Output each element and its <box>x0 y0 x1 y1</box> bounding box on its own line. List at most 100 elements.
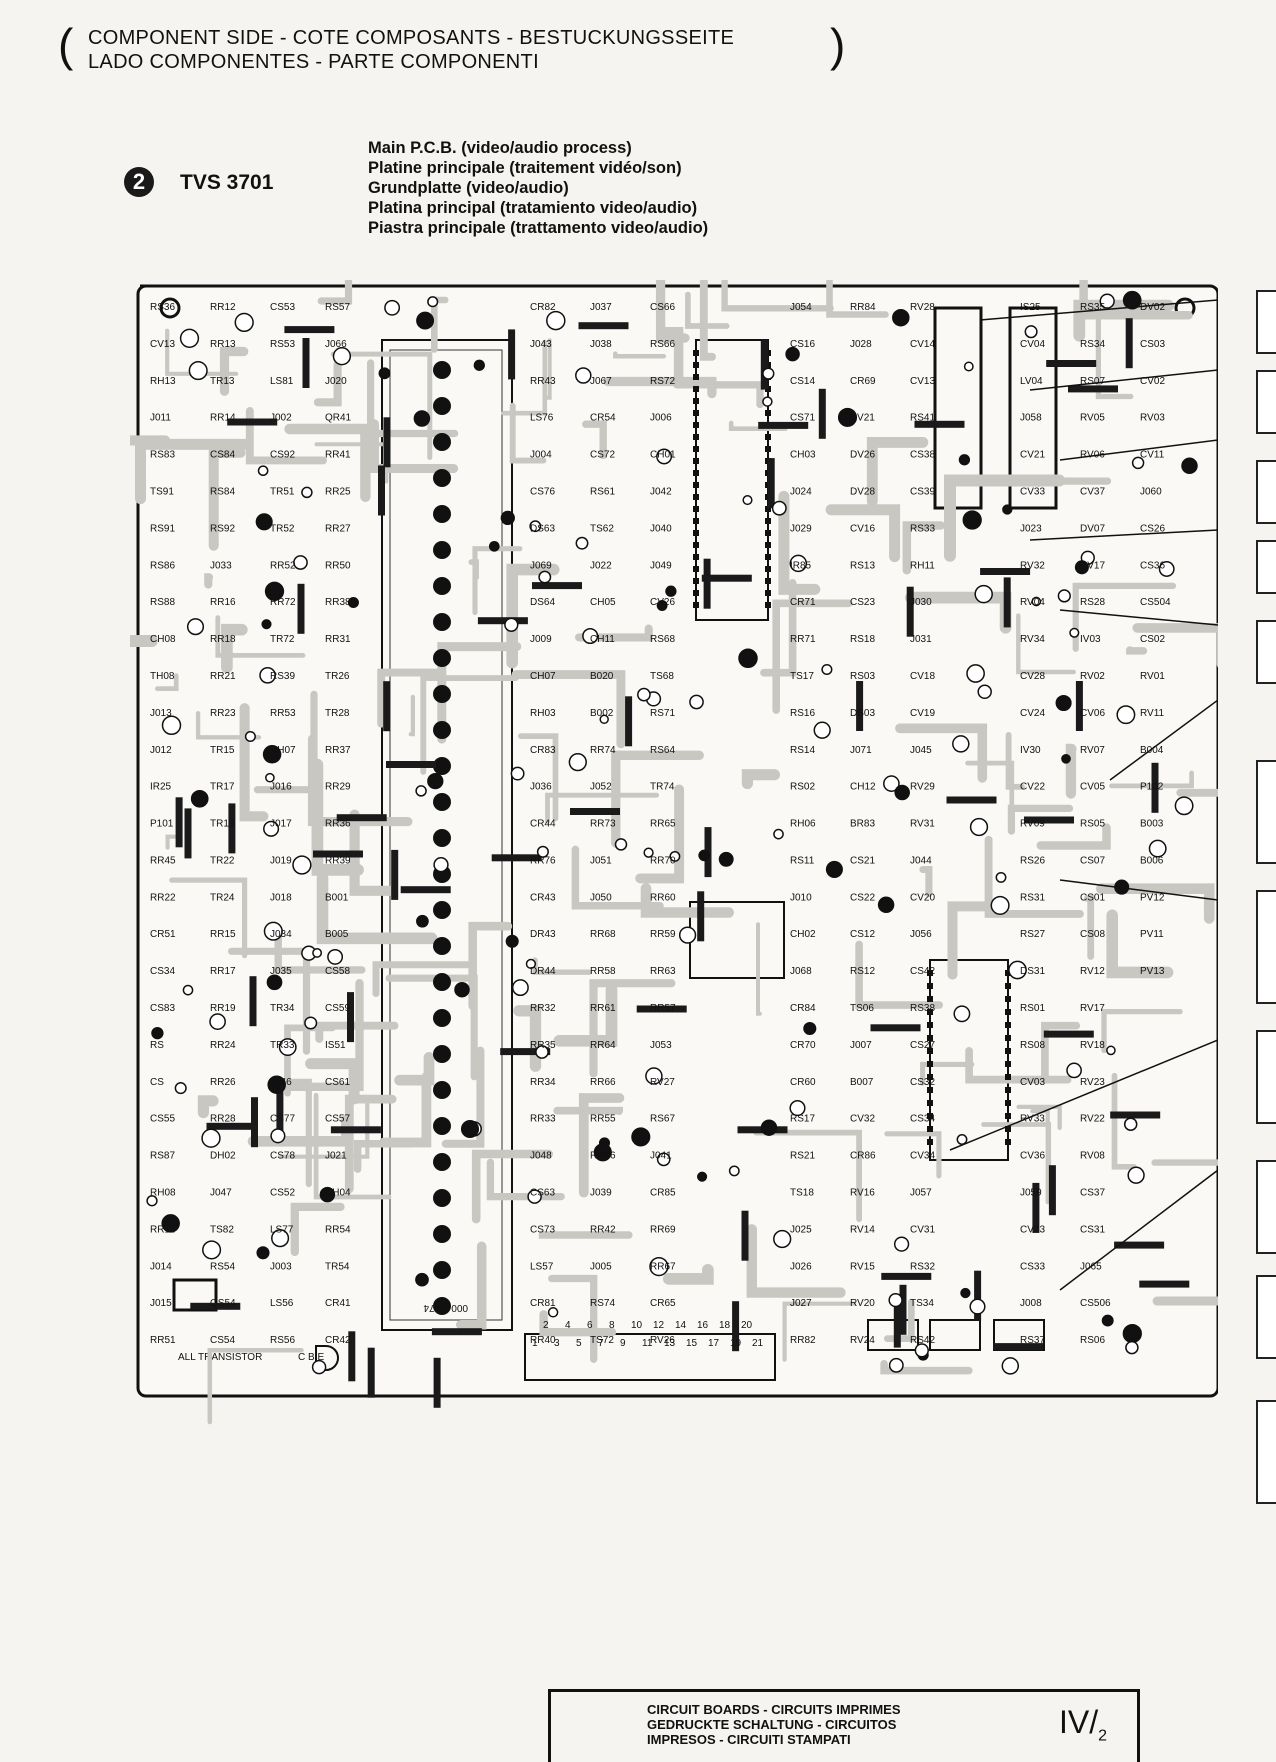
ic-pin <box>693 578 699 584</box>
resistor-body <box>249 976 257 1027</box>
component-label: TH08 <box>150 671 175 682</box>
component-label: CV06 <box>1080 708 1105 719</box>
resistor-body <box>758 421 809 429</box>
component-label: P102 <box>1140 782 1164 793</box>
ic-pin <box>927 983 933 989</box>
connector-pin-number: 8 <box>609 1320 615 1331</box>
resistor-body <box>1068 385 1118 393</box>
component-label: RR45 <box>150 855 176 866</box>
solder-pad <box>529 520 542 533</box>
component-label: RR40 <box>530 1335 556 1346</box>
solder-pad <box>678 926 697 944</box>
component-label: CS22 <box>850 892 875 903</box>
component-label: CV22 <box>1020 782 1045 793</box>
connector-pin-number: 15 <box>686 1338 698 1349</box>
copper-trace <box>195 710 262 740</box>
component-label: RR84 <box>850 302 876 313</box>
component-label: RV28 <box>910 302 935 313</box>
ic-pin <box>927 996 933 1002</box>
component-label: CS12 <box>850 929 875 940</box>
component-label: RS11 <box>790 855 815 866</box>
ic-pin <box>693 566 699 572</box>
ic-pin <box>765 578 771 584</box>
resistor-body <box>228 803 236 854</box>
resistor-body <box>383 681 391 732</box>
component-label: CV32 <box>850 1114 875 1125</box>
component-label: CR41 <box>325 1298 351 1309</box>
component-label: CS36 <box>1140 560 1165 571</box>
copper-trace <box>408 694 415 737</box>
tuner-pad <box>433 1297 451 1315</box>
ic-pin <box>927 1139 933 1145</box>
description-fr: Platine principale (traitement vidéo/son… <box>368 159 682 177</box>
component-label: J008 <box>1020 1298 1042 1309</box>
solder-pad <box>378 367 391 380</box>
component-label: J031 <box>910 634 932 645</box>
component-label: J017 <box>270 819 292 830</box>
ic-pin <box>927 970 933 976</box>
solder-pad <box>598 1137 611 1149</box>
solder-pad <box>1125 1340 1139 1355</box>
component-label: RR39 <box>325 855 351 866</box>
solder-pad <box>511 979 529 997</box>
component-label: RR25 <box>325 487 351 498</box>
component-label: CS37 <box>1080 1188 1105 1199</box>
transistor-note: ALL TRANSISTOR <box>178 1352 262 1363</box>
copper-trace <box>377 668 445 728</box>
component-label: RS53 <box>270 339 295 350</box>
solder-pad <box>201 1128 221 1148</box>
solder-pad <box>914 1343 929 1358</box>
component-label: RS32 <box>910 1261 935 1272</box>
ic-pin <box>765 506 771 512</box>
solder-pad <box>261 619 272 630</box>
component-label: RS92 <box>210 523 235 534</box>
copper-trace <box>538 1230 633 1239</box>
resistor-body <box>500 1048 551 1056</box>
ic-pin <box>693 446 699 452</box>
edge-tab <box>1256 890 1276 1004</box>
component-label: CV33 <box>1020 487 1045 498</box>
resistor-body <box>206 1122 257 1130</box>
copper-trace <box>207 1348 304 1425</box>
solder-pad <box>190 789 209 808</box>
copper-trace <box>895 723 988 783</box>
resistor-body <box>400 886 451 894</box>
component-label: RS72 <box>650 376 675 387</box>
component-label: CV05 <box>1080 782 1105 793</box>
copper-trace <box>545 792 660 824</box>
connector-b003 <box>172 1278 218 1312</box>
component-label: RR41 <box>325 450 351 461</box>
solder-pad <box>893 1236 910 1252</box>
copper-trace <box>965 1046 1072 1084</box>
leader-line <box>979 299 1218 321</box>
component-label: RS26 <box>1020 855 1045 866</box>
component-label: CR84 <box>790 1003 816 1014</box>
component-label: J068 <box>790 966 812 977</box>
tuner-pad <box>433 973 451 991</box>
connector-pin-number: 12 <box>653 1320 665 1331</box>
component-label: CS63 <box>530 1188 555 1199</box>
component-label: CS02 <box>1140 634 1165 645</box>
solder-pad <box>956 1134 968 1145</box>
footer-line-2: GEDRUCKTE SCHALTUNG - CIRCUITOS <box>647 1717 897 1732</box>
copper-trace <box>947 901 1003 980</box>
copper-trace <box>685 291 730 329</box>
copper-trace <box>753 1129 862 1223</box>
component-label: RR32 <box>530 1003 556 1014</box>
component-label: CS73 <box>530 1224 555 1235</box>
component-label: RV09 <box>1020 819 1045 830</box>
solder-pad <box>1148 839 1167 858</box>
copper-trace <box>855 940 943 1009</box>
solder-pad <box>293 555 308 570</box>
component-label: J033 <box>210 560 232 571</box>
ic-pin <box>765 362 771 368</box>
component-label: B007 <box>850 1077 874 1088</box>
solder-pad <box>174 1082 187 1095</box>
component-label: RR60 <box>650 892 676 903</box>
resistor-body <box>175 797 183 848</box>
component-label: J019 <box>270 855 292 866</box>
resistor-body <box>431 1328 482 1336</box>
ic-pin <box>693 482 699 488</box>
connector-b006 <box>524 1333 776 1381</box>
ic-pin <box>693 494 699 500</box>
